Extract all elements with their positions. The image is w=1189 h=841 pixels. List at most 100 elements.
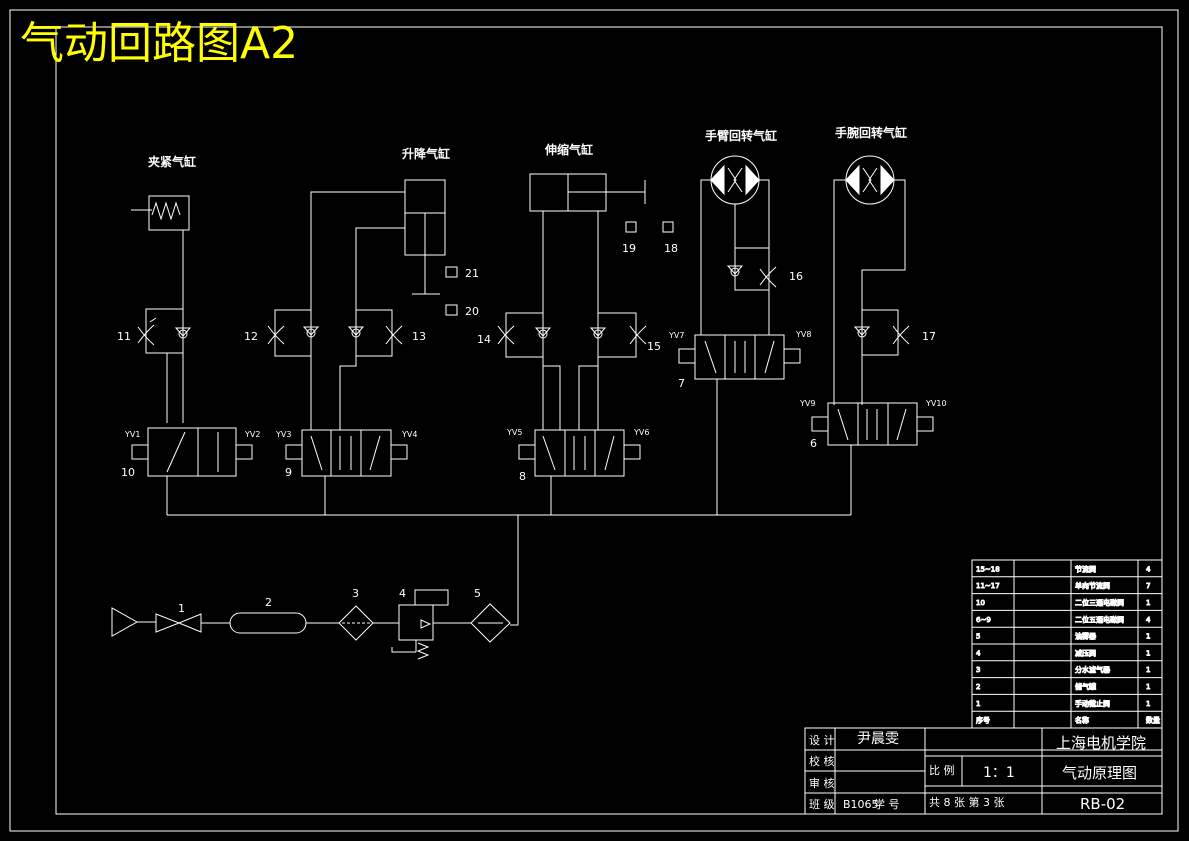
parts-cell-name: 油雾器 [1075,632,1096,641]
tb-class-label: 班 级 [809,798,835,811]
parts-cell-name: 二位三通电磁阀 [1075,598,1124,607]
label-9: 9 [285,466,292,479]
parts-cell-name: 手动截止阀 [1075,699,1110,708]
parts-cell-name: 分水滤气器 [1075,665,1110,674]
label-14: 14 [477,333,491,346]
parts-cell-no: 15~18 [976,565,1000,573]
solenoid-valve-7 [678,334,801,380]
solenoid-valve-10 [131,427,253,477]
label-2: 2 [265,596,272,609]
parts-cell-name: 二位五通电磁阀 [1075,615,1124,624]
label-yv8: YV8 [795,330,811,339]
solenoid-valve-6 [811,402,934,446]
parts-cell-qty: 1 [1146,683,1150,691]
lift-cylinder [404,179,446,295]
label-8: 8 [519,470,526,483]
clamp-cylinder [131,195,190,231]
tb-review-label: 审 核 [809,776,835,790]
label-yv1: YV1 [124,430,140,439]
check-throttle-valve-15 [589,312,647,358]
sensor-19 [625,221,637,233]
parts-cell-no: 2 [976,683,980,691]
label-lift-cylinder: 升降气缸 [402,146,450,161]
label-19: 19 [622,242,636,255]
solenoid-valve-9 [285,429,408,477]
parts-cell-qty: 4 [1146,565,1151,573]
label-wrist-rotate-cylinder: 手腕回转气缸 [835,125,907,140]
parts-cell-name: 减压阀 [1075,648,1096,657]
throttle-valve-16 [726,204,777,291]
label-6: 6 [810,437,817,450]
wrist-rotate-actuator [845,155,895,205]
parts-cell-qty: 1 [1146,599,1150,607]
tb-drawing-name: 气动原理图 [1062,764,1137,782]
sensor-20 [445,304,458,316]
parts-cell-name: 储气罐 [1075,682,1096,691]
label-4: 4 [399,587,406,600]
tb-scale-value: 1：1 [983,765,1015,781]
tb-scale-label: 比 例 [929,763,955,777]
tb-school: 上海电机学院 [1056,734,1146,752]
tb-sheets: 共 8 张 第 3 张 [929,795,1004,809]
parts-cell-no: 5 [976,633,980,641]
label-yv7: YV7 [668,331,684,340]
parts-cell-qty: 1 [1146,666,1150,674]
check-throttle-valve-13 [347,309,403,357]
parts-cell-no: 4 [976,649,981,657]
label-18: 18 [664,242,678,255]
label-11: 11 [117,330,131,343]
tb-drawing-no: RB-02 [1080,795,1125,813]
label-21: 21 [465,267,479,280]
label-20: 20 [465,305,479,318]
parts-cell-qty: 1 [1146,700,1150,708]
parts-cell-no: 11~17 [976,582,1000,590]
label-clamp-cylinder: 夹紧气缸 [148,154,196,169]
tb-designer: 尹晨雯 [857,731,899,747]
outer-frame [9,9,1179,832]
parts-cell-no: 序号 [976,716,990,725]
label-3: 3 [352,587,359,600]
label-5: 5 [474,587,481,600]
title-block [804,727,1163,815]
extend-cylinder [529,173,646,212]
filter-3 [338,605,399,641]
sensor-18 [662,221,674,233]
inner-frame [55,26,1163,815]
air-source-symbol [111,607,156,637]
label-12: 12 [244,330,258,343]
label-16: 16 [789,270,803,283]
check-throttle-valve-17 [853,309,910,356]
label-15: 15 [647,340,661,353]
parts-cell-no: 6~9 [976,616,991,624]
parts-cell-qty: 数量 [1146,716,1160,725]
parts-cell-name: 名称 [1075,716,1089,725]
pressure-reducer-4 [391,589,471,660]
tb-student-label: 学 号 [874,797,900,811]
drawing-title: 气动回路图A2 [20,18,298,69]
solenoid-valve-8 [518,429,641,477]
parts-cell-qty: 1 [1146,649,1150,657]
check-throttle-valve-11 [137,308,192,423]
arm-rotate-actuator [710,155,760,205]
label-yv5: YV5 [506,428,522,437]
label-yv2: YV2 [244,430,260,439]
parts-cell-qty: 1 [1146,633,1150,641]
label-13: 13 [412,330,426,343]
parts-cell-name: 节流阀 [1075,564,1096,573]
label-7: 7 [678,377,685,390]
sensor-21 [445,266,458,278]
label-10: 10 [121,466,135,479]
label-yv6: YV6 [633,428,649,437]
label-yv9: YV9 [799,399,815,408]
label-yv4: YV4 [401,430,417,439]
parts-cell-no: 3 [976,666,980,674]
parts-cell-no: 1 [976,700,980,708]
tb-design-label: 设 计 [809,734,835,747]
label-yv10: YV10 [925,399,947,408]
tb-check-label: 校 核 [809,754,835,768]
label-yv3: YV3 [275,430,291,439]
check-throttle-valve-12 [267,309,320,357]
parts-cell-no: 10 [976,599,985,607]
